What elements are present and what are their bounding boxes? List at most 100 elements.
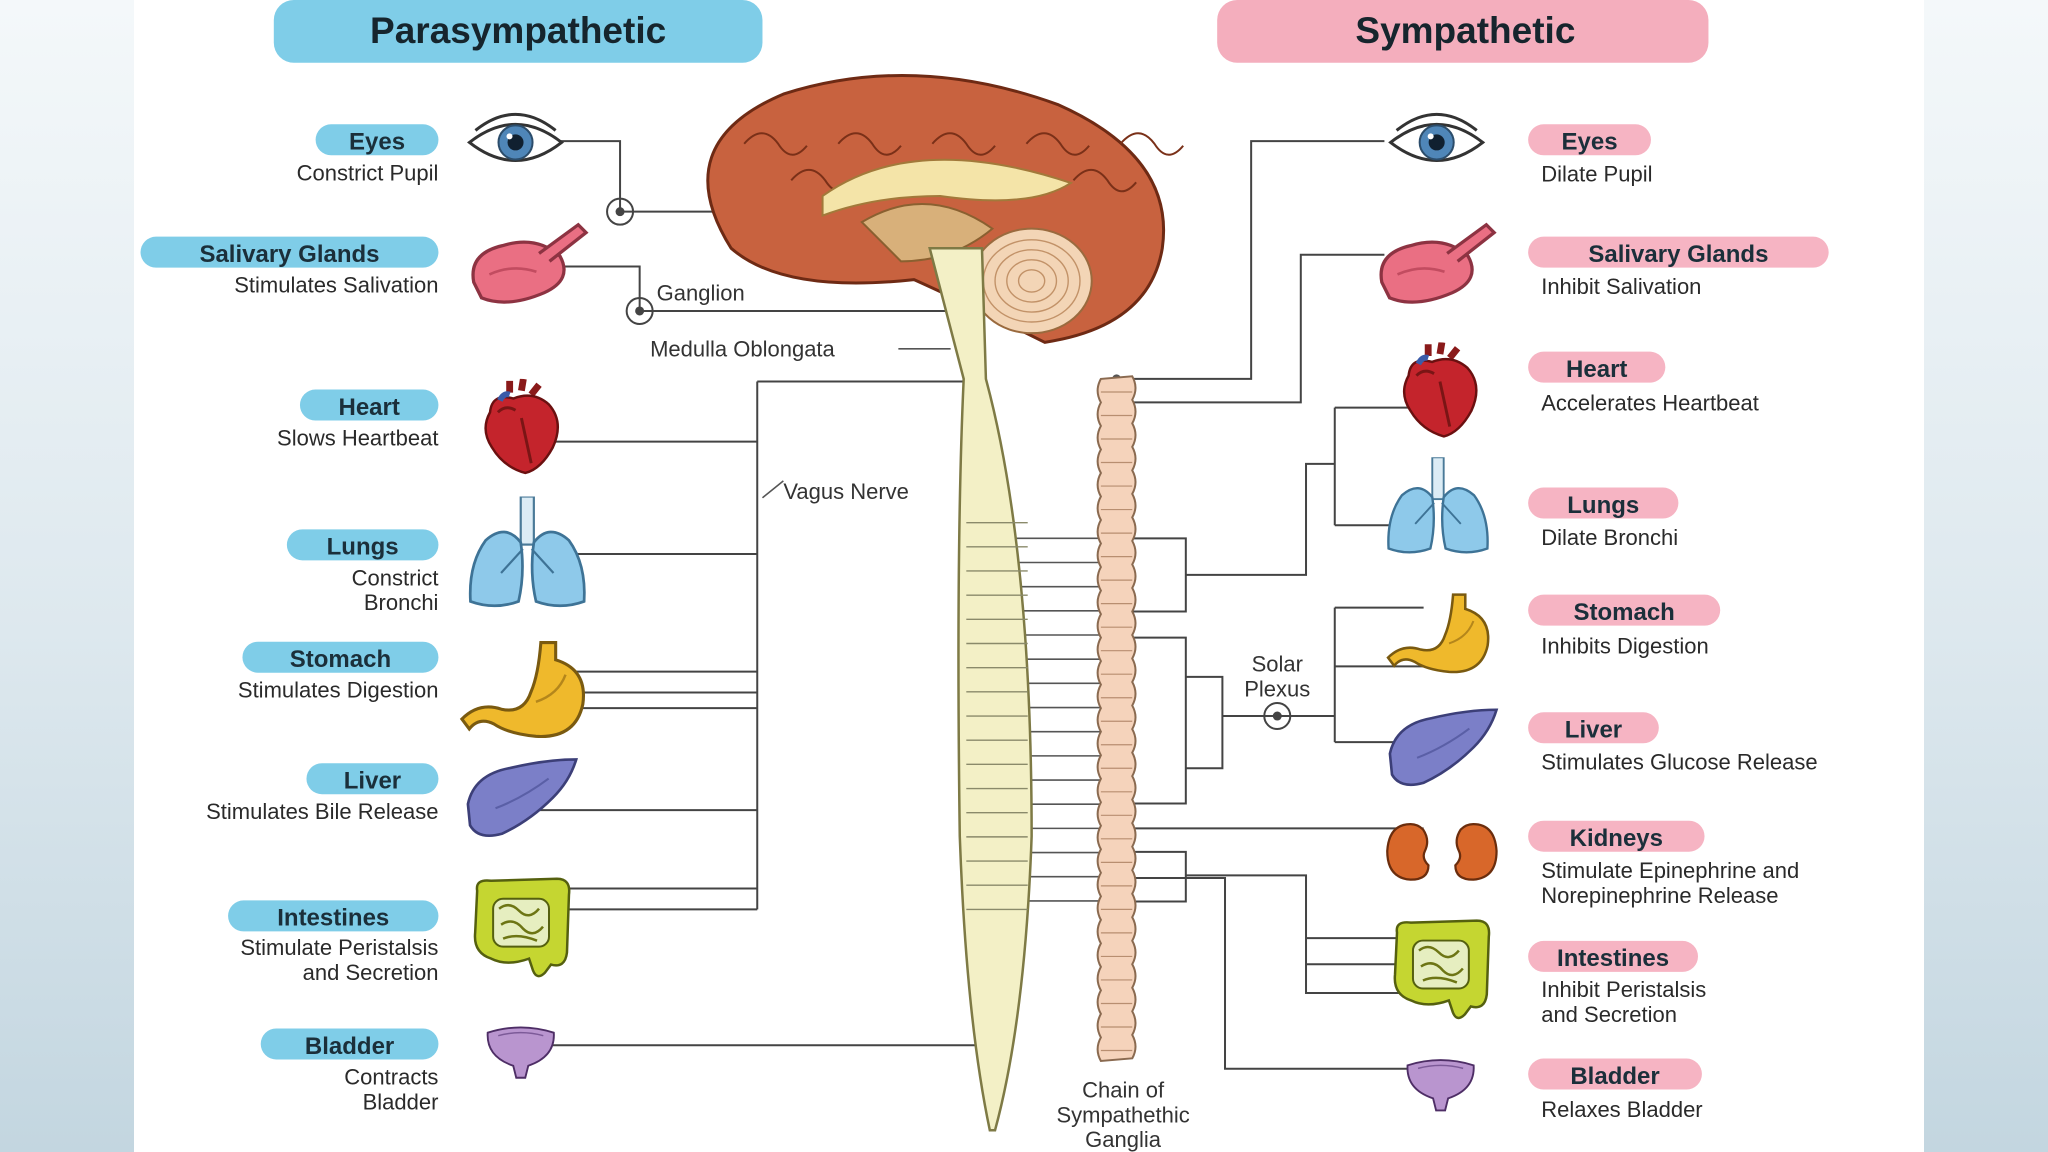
abdominal-bracket (1116, 636, 1187, 805)
bladder-icon (1406, 1058, 1475, 1112)
solar-plexus-label: Solar (1252, 652, 1303, 677)
para-lungs-pill (286, 529, 439, 561)
symp-intestines-effect: Inhibit Peristalsis (1541, 977, 1706, 1002)
para-liver-pill (306, 763, 439, 795)
splanchnic-bracket (1185, 675, 1224, 770)
chain-ganglia-label: Chain of (1082, 1078, 1165, 1103)
symp-intestines-effect: and Secretion (1541, 1002, 1677, 1027)
para-bladder-effect: Contracts (344, 1064, 438, 1089)
symp-liver-pill (1528, 712, 1659, 744)
corpus-callosum (821, 158, 1074, 218)
para-bladder-pill (260, 1028, 439, 1060)
cerebellum-fold (1017, 269, 1046, 293)
heart-lung-trunk (1185, 462, 1335, 576)
para-salivary-glands-label: Salivary Glands (199, 241, 379, 268)
sympathetic-chain (1096, 375, 1137, 1063)
symp-stomach-label: Stomach (1573, 599, 1674, 626)
cerebellum-fold (994, 249, 1069, 313)
para-stomach-pill (242, 641, 439, 673)
thalamus (860, 203, 995, 263)
intestines-icon (473, 877, 571, 978)
parasympathetic-header (273, 0, 763, 63)
vagus-pointer (761, 480, 784, 499)
para-intestines-pill (228, 900, 439, 932)
para-intestines-label: Intestines (277, 905, 389, 932)
symp-lungs-label: Lungs (1567, 492, 1639, 519)
thoracic-bracket (1116, 537, 1187, 613)
para-lungs-effect: Bronchi (364, 590, 439, 615)
symp-intestines-label: Intestines (1557, 945, 1669, 972)
symp-kidneys-label: Kidneys (1570, 825, 1663, 852)
para-stomach-effect: Stimulates Digestion (238, 678, 439, 703)
symp-heart-label: Heart (1566, 356, 1627, 383)
symp-kidneys-pill (1528, 820, 1705, 852)
kidneys-icon (1385, 822, 1498, 881)
symp-eyes-pill (1528, 124, 1651, 156)
sympathetic-title: Sympathetic (1355, 10, 1575, 51)
salivary-gland-icon (471, 223, 588, 304)
symp-intestines-pill (1528, 940, 1699, 972)
symp-salivary-glands-label: Salivary Glands (1588, 241, 1768, 268)
cerebellum-fold (1006, 259, 1058, 303)
para-liver-effect: Stimulates Bile Release (206, 799, 438, 824)
para-heart-effect: Slows Heartbeat (277, 426, 438, 451)
eye-icon (1389, 112, 1485, 163)
symp-eyes-effect: Dilate Pupil (1541, 162, 1652, 187)
salivary-nerve (548, 265, 951, 312)
symp-kidneys-effect: Stimulate Epinephrine and (1541, 858, 1799, 883)
symp-stomach-effect: Inhibits Digestion (1541, 633, 1709, 658)
sympathetic-header (1217, 0, 1709, 63)
lungs-icon (468, 496, 586, 608)
symp-eye-nerve (1116, 140, 1385, 380)
bladder-icon (486, 1026, 555, 1079)
para-bladder-effect: Bladder (363, 1089, 439, 1114)
ganglion-label: Ganglion (657, 281, 745, 306)
brain-fold (931, 132, 996, 156)
brain-fold (743, 132, 808, 156)
symp-salivary-nerve (1116, 253, 1385, 404)
parasympathetic-title: Parasympathetic (370, 10, 666, 51)
para-intestines-effect: and Secretion (303, 960, 439, 985)
medulla-oblongata-label: Medulla Oblongata (650, 337, 835, 362)
symp-kidneys-effect: Norepinephrine Release (1541, 883, 1778, 908)
liver-icon (1388, 708, 1498, 787)
symp-salivary-glands-effect: Inhibit Salivation (1541, 274, 1701, 299)
symp-heart-effect: Accelerates Heartbeat (1541, 390, 1759, 415)
liver-icon (466, 758, 578, 838)
eye-icon (467, 112, 564, 163)
symp-bladder-effect: Relaxes Bladder (1541, 1097, 1702, 1122)
para-salivary-glands-pill (140, 236, 439, 268)
para-eyes-label: Eyes (349, 129, 405, 156)
salivary-gland-icon (1379, 223, 1496, 304)
para-lungs-label: Lungs (327, 534, 399, 561)
para-stomach-label: Stomach (290, 646, 391, 673)
symp-lungs-effect: Dilate Bronchi (1541, 525, 1678, 550)
lumbar-bracket (1116, 850, 1187, 903)
chain-ganglia-label: Ganglia (1085, 1127, 1162, 1152)
stomach-icon (1386, 593, 1490, 674)
brain-fold (1119, 132, 1184, 156)
para-intestines-effect: Stimulate Peristalsis (240, 935, 438, 960)
para-heart-pill (299, 389, 439, 421)
para-eyes-effect: Constrict Pupil (297, 160, 439, 185)
para-liver-label: Liver (344, 768, 401, 795)
para-eyes-pill (315, 124, 439, 156)
intestines-icon (1393, 919, 1491, 1020)
diagram-canvas: Parasympathetic SympatheticEyesConstrict … (140, 0, 1829, 1152)
symp-bladder-nerve (1116, 877, 1424, 1070)
symp-bladder-label: Bladder (1570, 1063, 1659, 1090)
solar-plexus-label: Plexus (1244, 676, 1310, 701)
symp-bladder-pill (1528, 1058, 1702, 1090)
symp-liver-effect: Stimulates Glucose Release (1541, 750, 1817, 775)
heart-icon (1404, 342, 1476, 436)
para-lungs-effect: Constrict (352, 565, 439, 590)
brain-fold (837, 132, 902, 156)
symp-lungs-pill (1528, 487, 1679, 519)
stomach-icon (460, 640, 586, 739)
intestine-trunk (1185, 874, 1424, 995)
chain-ganglia-label: Sympathethic (1056, 1102, 1189, 1127)
lungs-icon (1386, 457, 1490, 554)
para-heart-label: Heart (339, 394, 400, 421)
para-salivary-glands-effect: Stimulates Salivation (234, 273, 438, 298)
